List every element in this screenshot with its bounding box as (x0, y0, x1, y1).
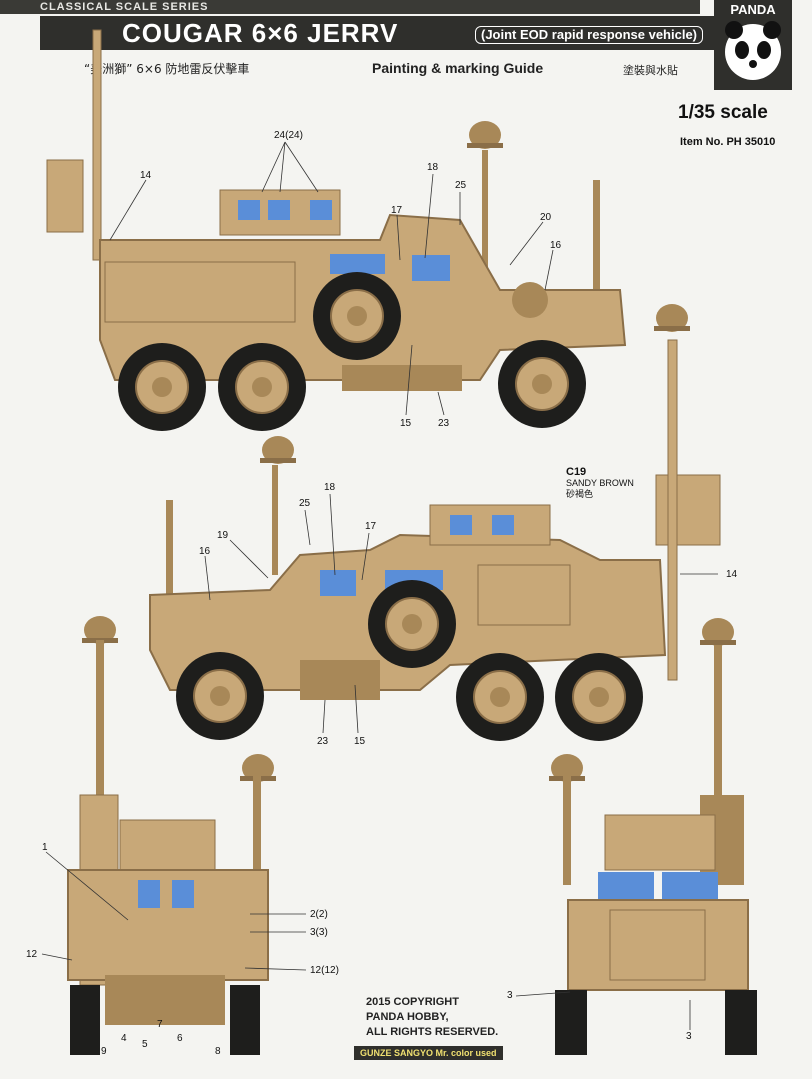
color-name-cn: 砂褐色 (566, 489, 594, 499)
callout-3: 3 (686, 1031, 692, 1042)
copyright-line: ALL RIGHTS RESERVED. (366, 1026, 499, 1038)
callout-2: 2(2) (310, 909, 328, 920)
scale-label: 1/35 scale (678, 102, 768, 123)
page-subtitle: (Joint EOD rapid response vehicle) (475, 26, 703, 44)
series-bar (0, 0, 700, 14)
callout-12: 12 (26, 949, 38, 960)
title-bar (40, 16, 720, 50)
color-code: C19 (566, 466, 587, 478)
callout-4: 4 (121, 1033, 127, 1044)
callout-25: 25 (299, 498, 311, 509)
side-view-right (149, 304, 721, 742)
callout-6: 6 (177, 1033, 183, 1044)
callout-17: 17 (365, 521, 377, 532)
callout-23: 23 (438, 418, 450, 429)
guide-heading: Painting & marking Guide (372, 60, 544, 76)
paint-brand-note: GUNZE SANGYO Mr. color used (354, 1046, 503, 1060)
callout-18: 18 (427, 162, 439, 173)
color-name: SANDY BROWN (566, 478, 634, 488)
callout-20: 20 (540, 212, 552, 223)
copyright-line: 2015 COPYRIGHT (366, 996, 459, 1008)
callout-12-12: 12(12) (310, 965, 339, 976)
callout-9: 9 (101, 1046, 107, 1057)
callout-16: 16 (199, 546, 211, 557)
callout-8: 8 (215, 1046, 221, 1057)
callout-15: 15 (354, 736, 366, 747)
callout-1: 1 (42, 842, 48, 853)
callout-15: 15 (400, 418, 412, 429)
side-view-left (46, 29, 627, 432)
callout-18: 18 (324, 482, 336, 493)
callout-19: 19 (217, 530, 229, 541)
callout-25: 25 (455, 180, 467, 191)
callout-5: 5 (142, 1039, 148, 1050)
callout-24: 24(24) (274, 130, 303, 141)
front-view (549, 618, 757, 1055)
panda-logo: PANDA (714, 0, 792, 90)
item-number: Item No. PH 35010 (680, 136, 776, 148)
callout-17: 17 (391, 205, 403, 216)
brand-logo-text: PANDA (730, 2, 776, 17)
callout-3: 3(3) (310, 927, 328, 938)
copyright-line: PANDA HOBBY, (366, 1011, 449, 1023)
color-reference: C19 SANDY BROWN 砂褐色 (566, 467, 634, 500)
callout-14: 14 (140, 170, 152, 181)
callout-3: 3 (507, 990, 513, 1001)
chinese-title: “美洲獅” 6×6 防地雷反伏擊車 (84, 62, 250, 76)
callout-7: 7 (157, 1019, 163, 1030)
header: CLASSICAL SCALE SERIES COUGAR 6×6 JERRV … (0, 0, 812, 52)
callout-14: 14 (726, 569, 738, 580)
page-title: COUGAR 6×6 JERRV (122, 18, 399, 48)
copyright-notice: 2015 COPYRIGHT PANDA HOBBY, ALL RIGHTS R… (366, 995, 498, 1040)
rear-view (67, 616, 276, 1055)
series-label: CLASSICAL SCALE SERIES (40, 1, 209, 13)
callout-23: 23 (317, 736, 329, 747)
chinese-guide-heading: 塗裝與水貼 (623, 64, 678, 77)
callout-16: 16 (550, 240, 562, 251)
